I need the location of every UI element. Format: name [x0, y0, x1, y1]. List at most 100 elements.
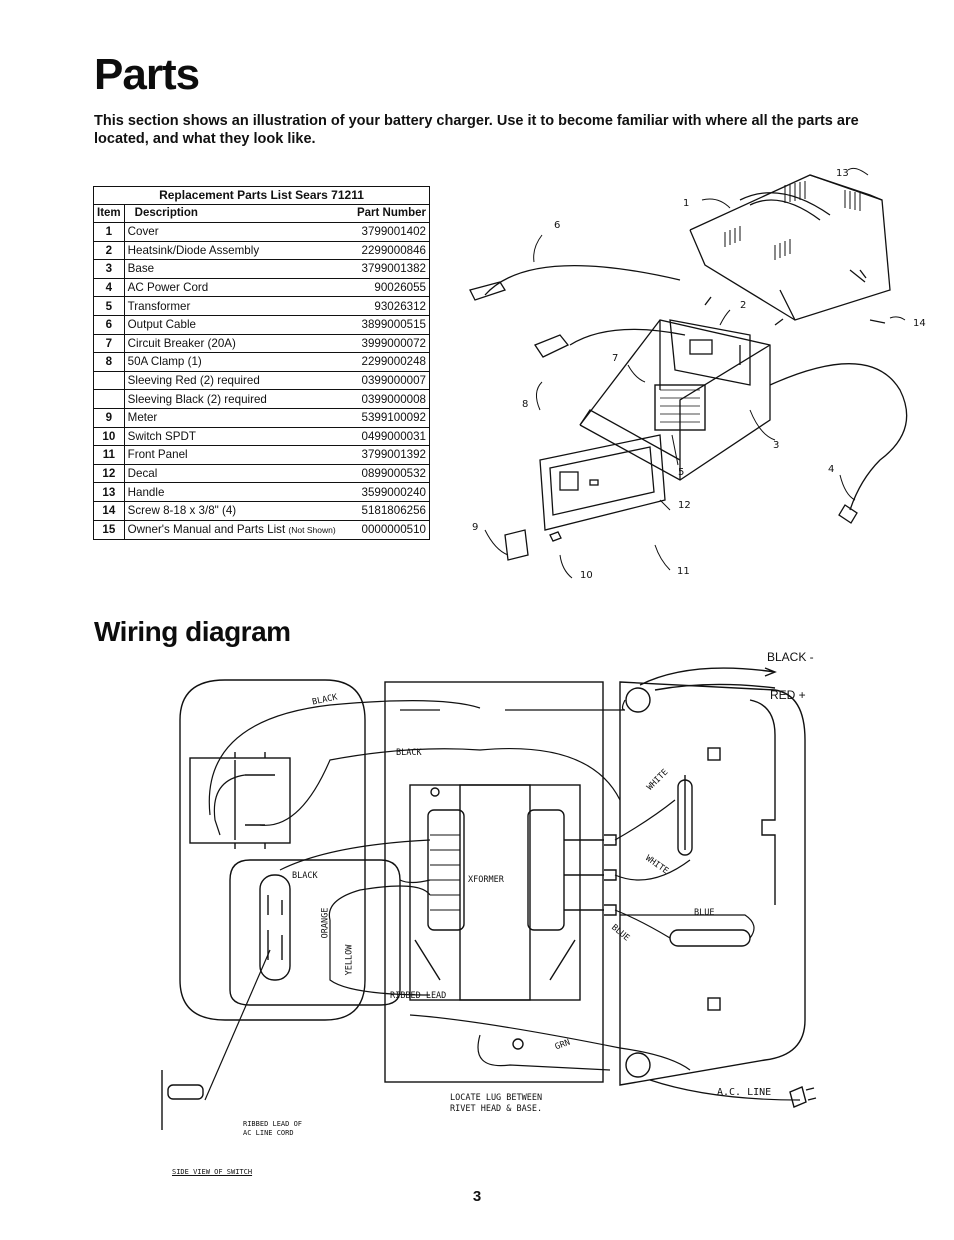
part-number: 0399000008 [349, 389, 430, 409]
col-item-header: Item [93, 204, 125, 223]
front-panel-drawing [539, 434, 666, 531]
part-description-text: Base [127, 262, 155, 276]
part-description: Switch SPDT [123, 426, 350, 447]
item-number: 14 [93, 500, 125, 521]
label-black-mid: BLACK [396, 748, 422, 758]
item-number: 2 [93, 240, 125, 261]
label-blue-1: BLUE [694, 908, 715, 918]
meter-body [189, 752, 291, 849]
part-number: 5181806256 [349, 500, 430, 521]
callout-6: 6 [554, 220, 561, 231]
part-description-text: Sleeving Black (2) required [127, 392, 267, 406]
part-description: Screw 8-18 x 3/8" (4) [123, 500, 350, 521]
part-description: Output Cable [123, 314, 350, 335]
callout-4: 4 [828, 464, 835, 475]
item-number: 13 [93, 482, 125, 502]
part-description: Sleeving Red (2) required [123, 370, 350, 391]
item-number: 4 [93, 277, 125, 298]
part-number: 0000000510 [349, 519, 430, 540]
intro-paragraph: This section shows an illustration of yo… [94, 113, 859, 147]
callout-9: 9 [472, 522, 479, 533]
item-number [93, 389, 125, 409]
label-black-minus: BLACK - [767, 650, 814, 664]
part-description-text: Switch SPDT [127, 429, 196, 443]
callout-12: 12 [678, 500, 691, 511]
part-description: Transformer [123, 296, 350, 316]
part-number: 2299000846 [349, 240, 430, 261]
callout-13: 13 [836, 168, 849, 179]
label-yellow: YELLOW [344, 944, 355, 976]
part-number: 2299000248 [349, 352, 430, 372]
label-ribbed-lead-of-2: AC LINE CORD [243, 1129, 294, 1137]
part-description: 50A Clamp (1) [123, 352, 350, 372]
transformer-core [427, 784, 565, 1001]
label-orange: ORANGE [320, 907, 331, 939]
part-description-text: AC Power Cord [127, 281, 209, 295]
callout-3: 3 [773, 440, 780, 451]
part-description: Meter [123, 407, 350, 428]
item-number: 8 [93, 352, 125, 372]
callout-leaders [484, 167, 906, 579]
col-part-number-header: Part Number [349, 204, 430, 223]
part-description-text: Front Panel [127, 448, 188, 462]
label-locate-lug-2: RIVET HEAD & BASE. [450, 1104, 543, 1114]
label-xformer: XFORMER [468, 875, 504, 885]
label-locate-lug-1: LOCATE LUG BETWEEN [450, 1093, 543, 1103]
heatsink-panel [619, 681, 806, 1086]
part-description: Owner's Manual and Parts List (Not Shown… [123, 519, 350, 540]
part-number: 5399100092 [349, 407, 430, 428]
page-title: Parts [94, 50, 200, 99]
col-description-header: Description [123, 204, 350, 223]
ac-plug [789, 1086, 817, 1108]
part-number: 3599000240 [349, 482, 430, 502]
table-row: Sleeving Black (2) required 0399000008 [93, 389, 430, 409]
part-description: Heatsink/Diode Assembly [123, 240, 350, 261]
part-description: Front Panel [123, 445, 350, 465]
callout-7: 7 [612, 353, 619, 364]
parts-table-caption: Replacement Parts List Sears 71211 [93, 186, 430, 205]
part-description-text: 50A Clamp (1) [127, 355, 202, 369]
part-description: Decal [123, 463, 350, 484]
part-description-text: Handle [127, 485, 165, 499]
part-description: Sleeving Black (2) required [123, 389, 350, 409]
label-side-view-of-switch: SIDE VIEW OF SWITCH [172, 1168, 253, 1176]
meter-enclosure [179, 679, 366, 1021]
part-description: Cover [123, 222, 350, 242]
part-description-text: Heatsink/Diode Assembly [127, 243, 260, 257]
callout-8: 8 [522, 399, 529, 410]
wiring-diagram [161, 667, 817, 1130]
item-number: 1 [93, 222, 125, 242]
part-number: 3799001382 [349, 259, 430, 279]
page-number: 3 [472, 1188, 482, 1205]
parts-table: Replacement Parts List Sears 71211 Item … [93, 186, 430, 540]
item-number: 15 [93, 519, 125, 540]
output-cables-drawing [469, 264, 686, 358]
part-description-text: Output Cable [127, 318, 196, 332]
part-number: 90026055 [349, 277, 430, 298]
label-ribbed-lead-of-1: RIBBED LEAD OF [243, 1120, 303, 1128]
callout-11: 11 [677, 566, 690, 577]
item-number: 12 [93, 463, 125, 484]
ground-lug [512, 1038, 524, 1050]
item-number: 11 [93, 445, 125, 465]
part-description: Circuit Breaker (20A) [123, 333, 350, 354]
label-black-left: BLACK [292, 871, 318, 881]
part-description-text: Circuit Breaker (20A) [127, 336, 236, 350]
circuit-breaker [229, 859, 401, 1006]
item-number [93, 370, 125, 391]
part-description-text: Decal [127, 467, 158, 481]
part-description: Handle [123, 482, 350, 502]
part-number: 3999000072 [349, 333, 430, 354]
callout-10: 10 [580, 570, 593, 581]
part-description-text: Owner's Manual and Parts List [127, 522, 286, 536]
